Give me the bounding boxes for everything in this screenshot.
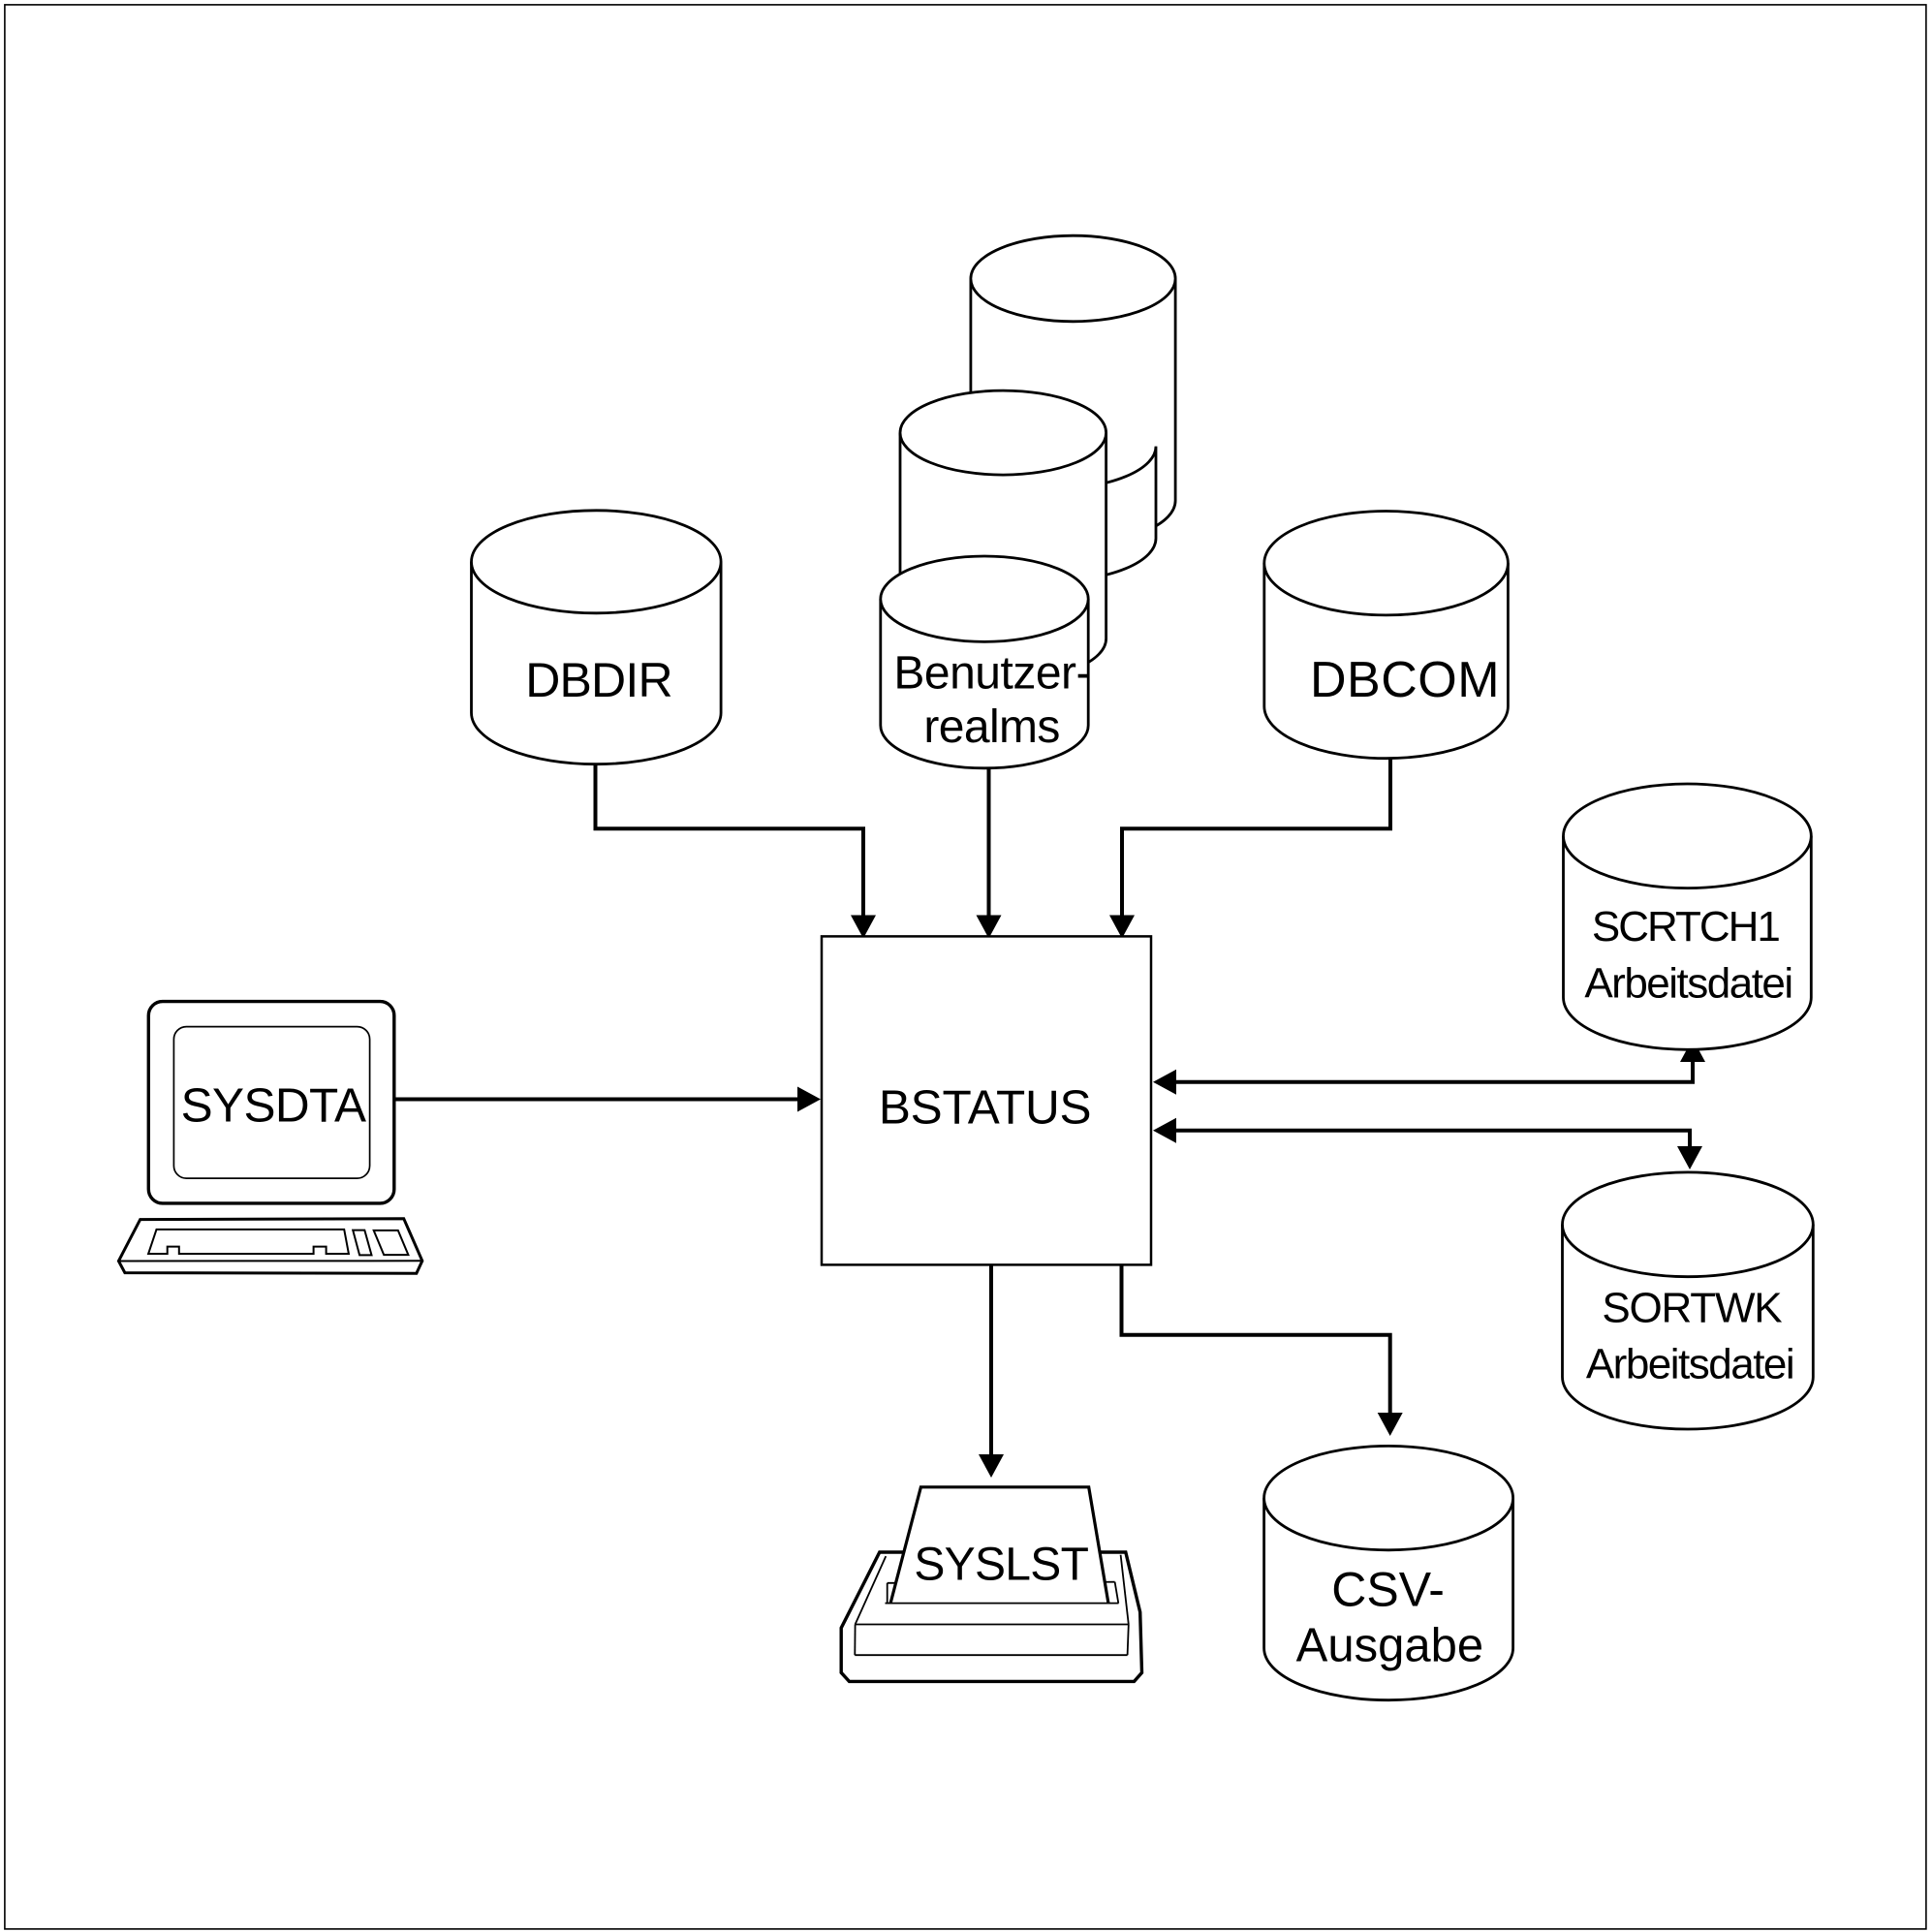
svg-text:Arbeitsdatei: Arbeitsdatei bbox=[1584, 960, 1792, 1008]
svg-text:BSTATUS: BSTATUS bbox=[879, 1081, 1092, 1135]
svg-text:Benutzer-: Benutzer- bbox=[893, 648, 1091, 700]
svg-text:Arbeitsdatei: Arbeitsdatei bbox=[1586, 1341, 1793, 1388]
svg-text:CSV-: CSV- bbox=[1331, 1563, 1445, 1617]
svg-text:DBDIR: DBDIR bbox=[525, 653, 672, 707]
svg-text:realms: realms bbox=[923, 701, 1059, 753]
svg-text:DBCOM: DBCOM bbox=[1310, 652, 1500, 708]
svg-text:Ausgabe: Ausgabe bbox=[1296, 1620, 1483, 1672]
svg-text:SORTWK: SORTWK bbox=[1602, 1284, 1782, 1331]
svg-text:SCRTCH1: SCRTCH1 bbox=[1592, 903, 1780, 950]
svg-text:SYSLST: SYSLST bbox=[914, 1540, 1088, 1591]
svg-text:SYSDTA: SYSDTA bbox=[181, 1079, 366, 1133]
